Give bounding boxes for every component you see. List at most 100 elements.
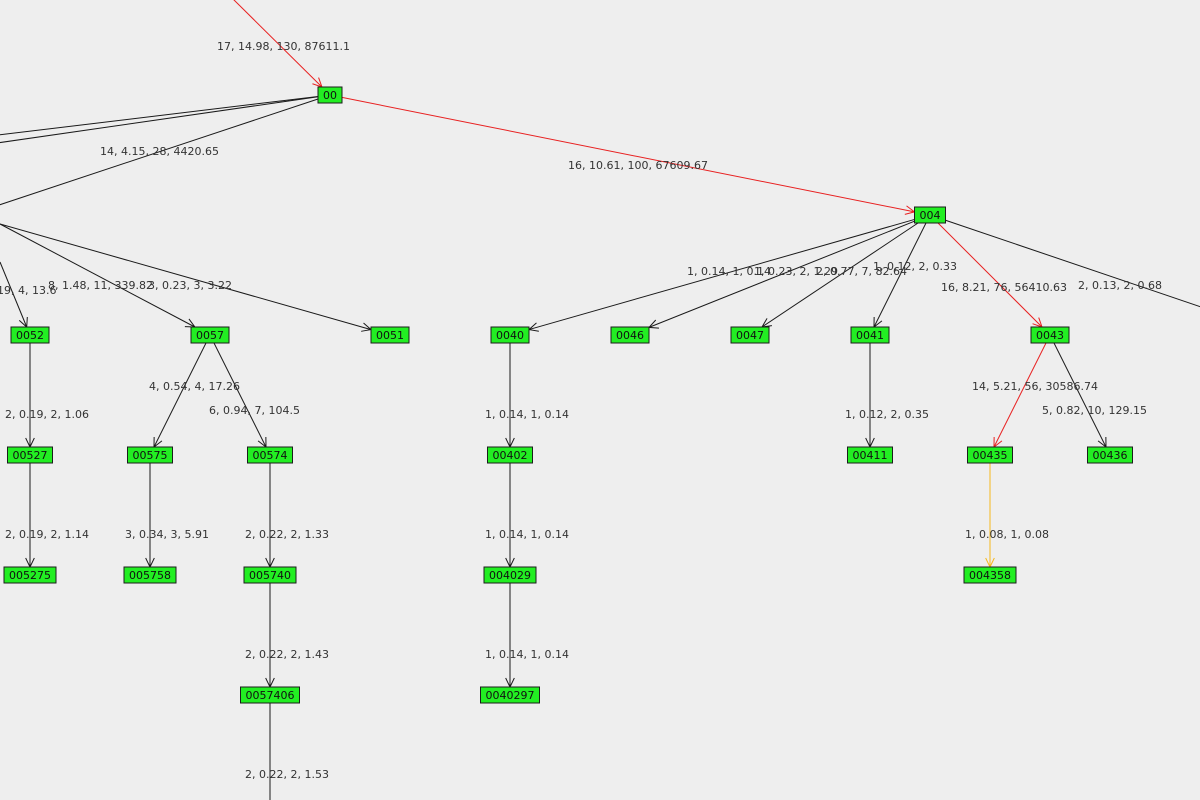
node-box[interactable] — [317, 86, 343, 104]
node-box[interactable] — [847, 446, 893, 464]
node-box[interactable] — [963, 566, 1017, 584]
edge-label: 1, 0.14, 1, 0.14 — [485, 648, 569, 661]
node-label: 005740 — [249, 569, 291, 582]
node-00402[interactable]: 00402 — [487, 446, 533, 464]
node-label: 00436 — [1093, 449, 1128, 462]
edge-labels-layer: 17, 14.98, 130, 87611.116, 10.61, 100, 6… — [0, 40, 1162, 781]
edge-label: 2, 0.22, 2, 1.43 — [245, 648, 329, 661]
node-label: 00574 — [253, 449, 288, 462]
node-0052[interactable]: 0052 — [10, 326, 50, 344]
edge-label: 1, 0.08, 1, 0.08 — [965, 528, 1049, 541]
edge-label: 2, 0.22, 2, 1.33 — [245, 528, 329, 541]
nodes-layer: 00 004 0052 0057 0051 0040 0046 0047 0041 0043 005… — [3, 86, 1133, 704]
edge-0057-to-00574 — [213, 342, 267, 448]
node-label: 005758 — [129, 569, 171, 582]
edge-label: 1, 0.14, 1, 0.14 — [485, 408, 569, 421]
node-00574[interactable]: 00574 — [247, 446, 293, 464]
node-0051[interactable]: 0051 — [370, 326, 410, 344]
edge-offscreen-left-3-to-0057 — [0, 223, 196, 328]
node-box[interactable] — [480, 686, 540, 704]
node-label: 00 — [323, 89, 337, 102]
node-0046[interactable]: 0046 — [610, 326, 650, 344]
node-label: 0057406 — [246, 689, 295, 702]
edge-label: 1, 0.12, 2, 0.35 — [845, 408, 929, 421]
node-label: 00402 — [493, 449, 528, 462]
node-label: 004 — [920, 209, 941, 222]
edge-004-to-0043 — [937, 222, 1043, 328]
node-box[interactable] — [247, 446, 293, 464]
edge-004-to-offscreen-right — [945, 219, 1200, 308]
edge-0043-to-00436 — [1053, 342, 1107, 448]
node-box[interactable] — [123, 566, 177, 584]
node-00575[interactable]: 00575 — [127, 446, 173, 464]
edge-label: 2, 0.22, 2, 1.53 — [245, 768, 329, 781]
node-box[interactable] — [610, 326, 650, 344]
node-box[interactable] — [10, 326, 50, 344]
node-00436[interactable]: 00436 — [1087, 446, 1133, 464]
node-0041[interactable]: 0041 — [850, 326, 890, 344]
node-label: 004029 — [489, 569, 531, 582]
node-005740[interactable]: 005740 — [243, 566, 297, 584]
edge-offscreen-left-3-to-0051 — [0, 223, 372, 331]
node-box[interactable] — [240, 686, 300, 704]
edge-004-to-0047 — [761, 222, 919, 328]
node-box[interactable] — [967, 446, 1013, 464]
node-box[interactable] — [370, 326, 410, 344]
node-box[interactable] — [190, 326, 230, 344]
edge-0043-to-00435 — [993, 342, 1047, 448]
node-0057406[interactable]: 0057406 — [240, 686, 300, 704]
edge-00-to-offscreen-left-1 — [0, 95, 319, 136]
node-00527[interactable]: 00527 — [7, 446, 53, 464]
edge-label: 1, 0.23, 2, 1.29 — [754, 265, 838, 278]
node-004029[interactable]: 004029 — [483, 566, 537, 584]
edge-label: 4, 0.54, 4, 17.26 — [149, 380, 240, 393]
node-box[interactable] — [483, 566, 537, 584]
node-0057[interactable]: 0057 — [190, 326, 230, 344]
node-box[interactable] — [914, 206, 946, 224]
node-box[interactable] — [1087, 446, 1133, 464]
node-00[interactable]: 00 — [317, 86, 343, 104]
node-label: 0040 — [496, 329, 524, 342]
edge-label: 17, 14.98, 130, 87611.1 — [217, 40, 350, 53]
node-box[interactable] — [730, 326, 770, 344]
node-005275[interactable]: 005275 — [3, 566, 57, 584]
edge-offscreen-left-3-to-0052 — [0, 261, 28, 328]
edge-label: 1, 0.12, 2, 0.33 — [873, 260, 957, 273]
node-00411[interactable]: 00411 — [847, 446, 893, 464]
edge-label: 6, 0.94, 7, 104.5 — [209, 404, 300, 417]
node-0043[interactable]: 0043 — [1030, 326, 1070, 344]
node-0040297[interactable]: 0040297 — [480, 686, 540, 704]
edge-label: 14, 4.15, 28, 4420.65 — [100, 145, 219, 158]
node-box[interactable] — [487, 446, 533, 464]
node-label: 0041 — [856, 329, 884, 342]
node-label: 004358 — [969, 569, 1011, 582]
edge-label: 2, 0.19, 2, 1.14 — [5, 528, 89, 541]
edge-004-to-0046 — [648, 220, 915, 328]
edge-label: 19, 4, 13.6 — [0, 284, 56, 297]
node-005758[interactable]: 005758 — [123, 566, 177, 584]
node-004[interactable]: 004 — [914, 206, 946, 224]
node-box[interactable] — [850, 326, 890, 344]
node-label: 0046 — [616, 329, 644, 342]
node-box[interactable] — [490, 326, 530, 344]
node-label: 00435 — [973, 449, 1008, 462]
node-0047[interactable]: 0047 — [730, 326, 770, 344]
node-box[interactable] — [127, 446, 173, 464]
node-004358[interactable]: 004358 — [963, 566, 1017, 584]
node-box[interactable] — [1030, 326, 1070, 344]
node-label: 00575 — [133, 449, 168, 462]
node-label: 0040297 — [486, 689, 535, 702]
node-box[interactable] — [7, 446, 53, 464]
edge-00-to-offscreen-left-2 — [0, 96, 319, 144]
node-box[interactable] — [243, 566, 297, 584]
node-0040[interactable]: 0040 — [490, 326, 530, 344]
edge-label: 14, 5.21, 56, 30586.74 — [972, 380, 1098, 393]
edge-label: 5, 0.82, 10, 129.15 — [1042, 404, 1147, 417]
edge-label: 16, 8.21, 76, 56410.63 — [941, 281, 1067, 294]
node-00435[interactable]: 00435 — [967, 446, 1013, 464]
edge-0057-to-00575 — [153, 342, 207, 448]
node-box[interactable] — [3, 566, 57, 584]
edge-label: 1, 0.14, 1, 0.14 — [485, 528, 569, 541]
